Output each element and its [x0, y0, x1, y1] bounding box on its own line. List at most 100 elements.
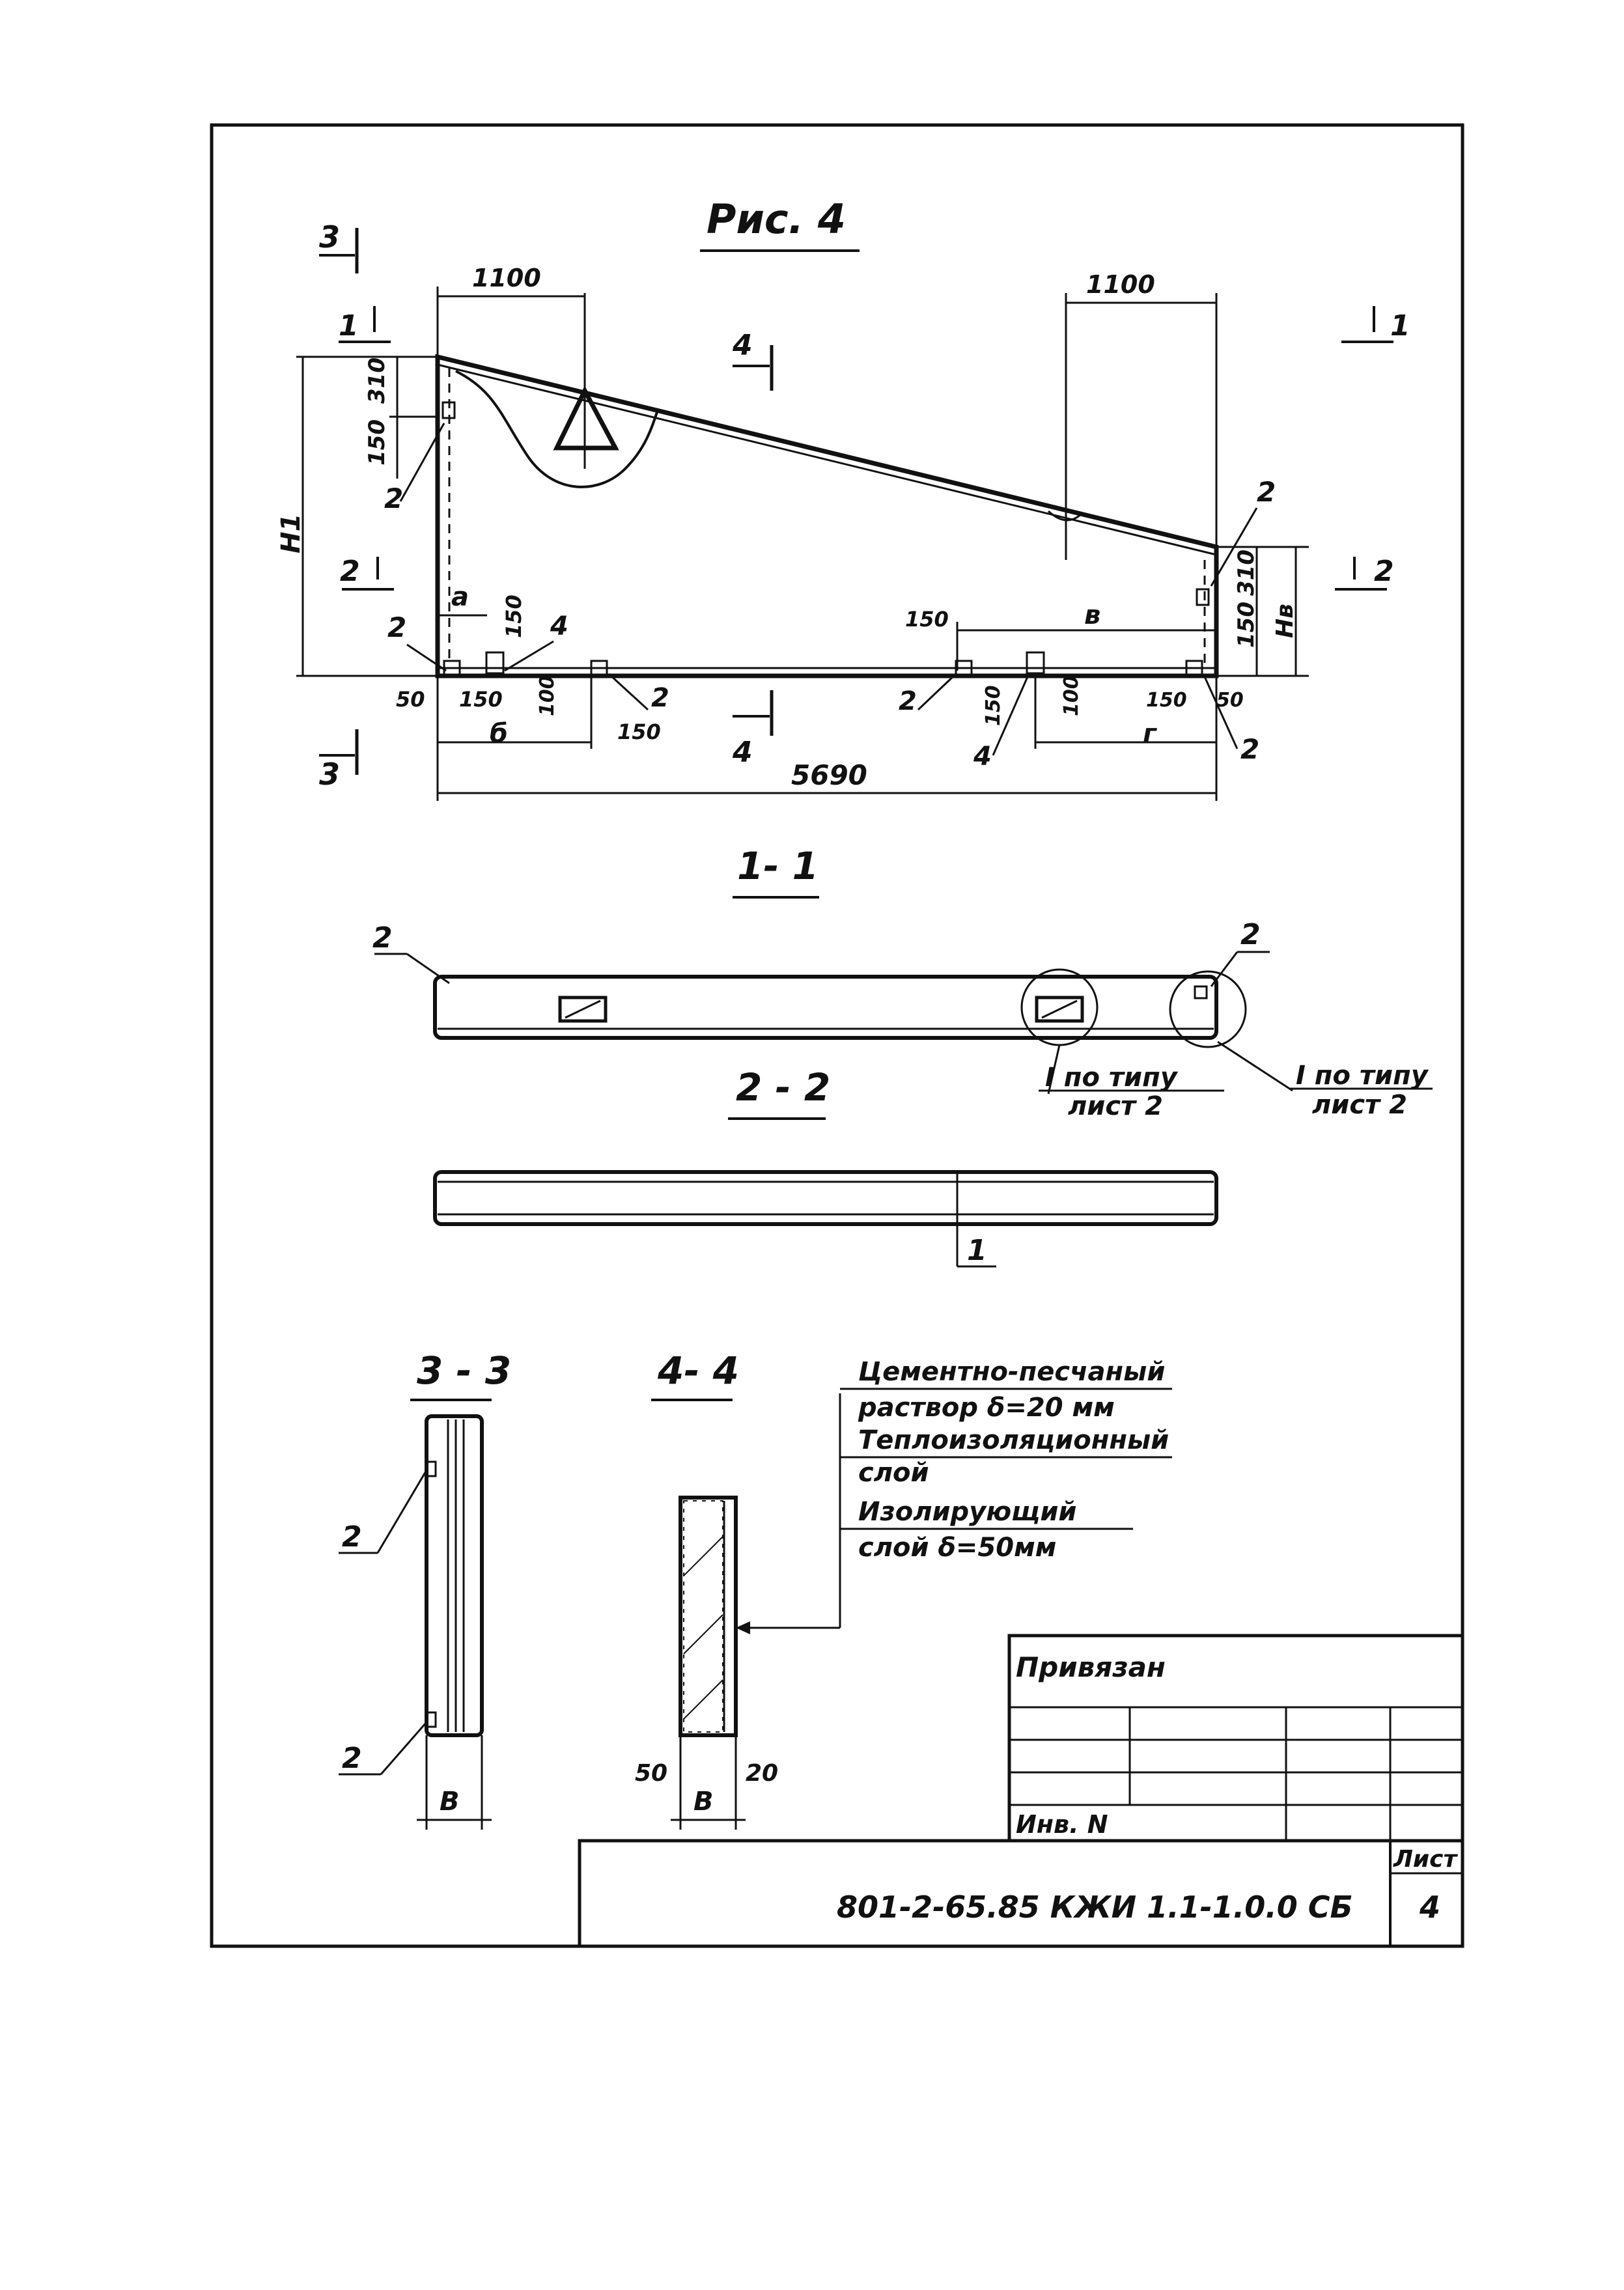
mark-2-e: 2	[1257, 476, 1276, 508]
section-4-4-dim: В	[693, 1787, 714, 1817]
detail-circle-1	[1020, 968, 1099, 1046]
plate-left-bottom	[443, 660, 461, 677]
layer-1: Цементно-песчаный	[858, 1357, 1165, 1387]
plate-4-right	[1026, 651, 1045, 675]
sheet-frame	[210, 123, 1464, 1948]
leader	[992, 673, 1030, 756]
plate-right-side	[1196, 588, 1210, 606]
figure-title: Рис. 4	[707, 195, 846, 243]
lifting-loop-triangle	[553, 385, 619, 451]
dim-150-left-b: 150	[459, 687, 503, 712]
plate-left-side	[441, 401, 456, 419]
svg-text:2: 2	[340, 555, 360, 588]
embed-plate-1	[558, 996, 608, 1023]
cut-1-left: 1	[339, 306, 391, 343]
dim-v: в	[1084, 600, 1100, 630]
cutaway-region	[455, 370, 659, 488]
layer-2: раствор δ=20 мм	[858, 1393, 1115, 1423]
dim-100-r: 100	[1060, 675, 1083, 716]
sheet-label: Лист	[1393, 1846, 1458, 1873]
plate-right-bottom	[1185, 660, 1203, 677]
section-1-1: 1- 1 2 2 I по типу лист 2 I по типу лист…	[372, 844, 1433, 1121]
dim-1100-right: 1100	[1086, 270, 1155, 299]
plate-right-mid	[955, 660, 973, 677]
section-4-4-title: 4- 4	[657, 1348, 739, 1393]
section-1-1-body	[433, 975, 1218, 1040]
section-3-3-body	[425, 1414, 484, 1737]
section-3-3: 3 - 3 2 2 В	[339, 1348, 511, 1830]
section-4-4-dim-right: 20	[746, 1760, 778, 1787]
svg-text:4: 4	[732, 736, 753, 769]
section-2-2-mark: 1	[967, 1234, 987, 1267]
cut-2-left: 2	[340, 555, 394, 591]
leader	[1210, 507, 1258, 587]
mark-2-f: 2	[1240, 733, 1259, 765]
callout-2-line2: лист 2	[1312, 1090, 1407, 1120]
layer-5: Изолирующий	[858, 1497, 1076, 1527]
leader	[608, 673, 649, 711]
dim-150-left: 150	[364, 419, 390, 466]
detail-circle-2	[1169, 970, 1247, 1048]
section-3-3-mark-top: 2	[342, 1520, 362, 1554]
cut-4-bottom: 4	[732, 690, 774, 769]
section-2-2-title: 2 - 2	[736, 1065, 830, 1110]
svg-text:3: 3	[319, 219, 340, 255]
dim-g: г	[1143, 719, 1157, 749]
section-4-4-body	[679, 1496, 738, 1737]
leader	[504, 640, 554, 672]
svg-text:4: 4	[732, 329, 753, 362]
dim-b: б	[490, 719, 508, 749]
dim-h1: H1	[276, 514, 306, 553]
callout-2-line1: I по типу	[1296, 1061, 1429, 1091]
svg-text:1: 1	[1390, 309, 1410, 342]
dim-150-right: 150	[1233, 602, 1259, 648]
section-4-4: 4- 4 В 50 20 Цементно-песчаный раствор δ…	[635, 1348, 1172, 1830]
dim-150-r: 150	[982, 685, 1005, 726]
dim-1100-left: 1100	[472, 264, 541, 292]
dim-150-r-b: 150	[1146, 689, 1187, 712]
svg-text:2: 2	[1374, 555, 1394, 588]
dim-a: а	[451, 582, 469, 612]
dim-150-mid: 150	[905, 607, 949, 632]
section-2-2: 2 - 2 1	[433, 1065, 1218, 1268]
panel-top-inner	[437, 363, 1217, 556]
section-3-3-title: 3 - 3	[417, 1348, 511, 1393]
title-block: Привязан Инв. N 801-2-65.85 КЖИ 1.1-1.0.…	[578, 1634, 1464, 1948]
leader	[399, 423, 445, 502]
drawing-code: 801-2-65.85 КЖИ 1.1-1.0.0 СБ	[837, 1890, 1353, 1925]
section-3-3-dim: В	[440, 1787, 460, 1817]
cut-2-right: 2	[1335, 555, 1394, 591]
svg-text:3: 3	[319, 757, 340, 792]
plate-4-left	[485, 651, 505, 675]
mark-4-b: 4	[973, 742, 992, 772]
cut-3-top: 3	[319, 219, 359, 273]
main-view: 1100 1100 H1 310 150 310 150 Hв а 150 50…	[276, 219, 1410, 801]
leader	[1202, 673, 1239, 749]
sheet-number: 4	[1419, 1890, 1440, 1925]
dim-310-left: 310	[364, 357, 390, 404]
leader	[406, 643, 447, 672]
leader	[917, 673, 957, 711]
section-1-1-mark-right: 2	[1240, 918, 1261, 951]
layer-4: слой	[858, 1458, 929, 1488]
section-1-1-title: 1- 1	[737, 844, 819, 888]
dim-100-left: 100	[536, 675, 559, 716]
mark-4-a: 4	[550, 611, 568, 641]
cut-1-right: 1	[1341, 306, 1410, 343]
dim-h2: Hв	[1272, 604, 1298, 638]
dim-50-right: 50	[1216, 689, 1244, 712]
insulation-hatch	[683, 1500, 723, 1733]
right-loop-mark	[1047, 510, 1082, 522]
mark-2-a: 2	[384, 482, 403, 514]
dim-150-left-c: 150	[617, 719, 661, 744]
cut-3-bottom: 3	[319, 729, 359, 792]
section-1-1-mark-left: 2	[372, 921, 393, 955]
svg-text:1: 1	[339, 309, 359, 342]
section-2-2-body	[433, 1170, 1218, 1226]
section-4-4-dim-left: 50	[635, 1760, 667, 1787]
mark-2-b: 2	[387, 611, 406, 643]
dim-310-right: 310	[1233, 550, 1259, 596]
mark-2-d: 2	[899, 686, 917, 716]
dim-50-left: 50	[396, 687, 425, 712]
